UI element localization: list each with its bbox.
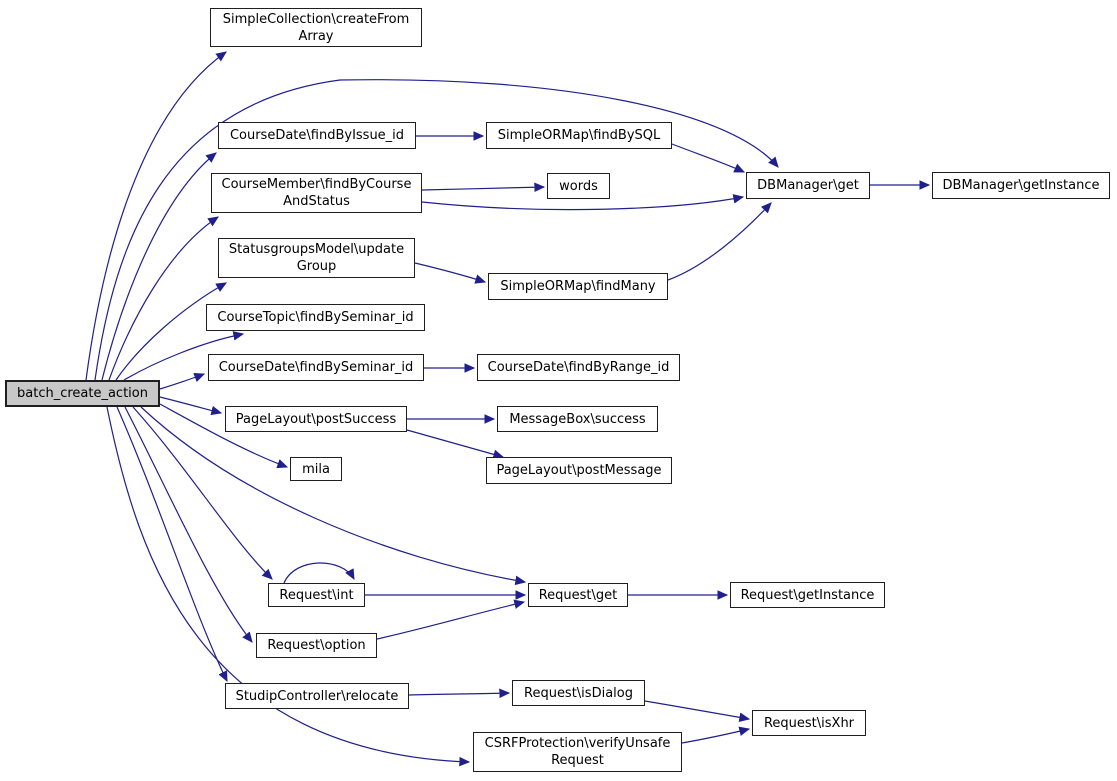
edge-csrfprotection-verifyunsaferequest-to-request-isxhr (681, 726, 751, 744)
node-label: Group (296, 259, 337, 274)
node-label: CourseDate\findBySeminar_id (218, 360, 414, 375)
node-dbmanager-get[interactable]: DBManager\get (746, 172, 870, 199)
edge-batch-create-action-to-coursemember-findbycourseandstatus (108, 216, 219, 381)
edge-batch-create-action-to-dbmanager-get (94, 79, 779, 381)
edge-batch-create-action-to-statusgroupsmodel-updategroup (115, 282, 227, 381)
node-label: CourseMember\findByCourse (221, 177, 412, 192)
node-batch-create-action: batch_create_action (5, 380, 160, 407)
node-words[interactable]: words (547, 173, 610, 199)
edge-batch-create-action-to-request-int (132, 406, 273, 580)
node-label: DBManager\getInstance (942, 178, 1100, 193)
edge-batch-create-action-to-request-option (124, 406, 253, 643)
node-label: Array (298, 28, 334, 44)
edge-batch-create-action-to-coursetopic-findbyseminar-id (123, 331, 245, 381)
node-label: PageLayout\postMessage (496, 463, 662, 478)
edge-studipcontroller-relocate-to-request-isdialog (408, 688, 511, 699)
edge-pagelayout-postsuccess-to-pagelayout-postmessage (406, 429, 505, 459)
edge-request-int-to-request-int (283, 562, 355, 584)
node-label: AndStatus (283, 194, 350, 209)
edge-batch-create-action-to-pagelayout-postsuccess (159, 396, 223, 416)
node-label: DBManager\get (757, 178, 859, 193)
node-label: StatusgroupsModel\update (228, 242, 405, 257)
node-label: PageLayout\postSuccess (235, 411, 397, 427)
node-coursedate-findbyrange-id[interactable]: CourseDate\findByRange_id (477, 354, 680, 381)
node-label: SimpleCollection\createFrom (222, 11, 410, 27)
node-label: mila (302, 461, 330, 477)
edge-request-isdialog-to-request-isxhr (644, 700, 751, 722)
node-label: Request\isDialog (524, 685, 633, 701)
node-studipcontroller-relocate[interactable]: StudipController\relocate (225, 683, 409, 709)
edge-batch-create-action-to-coursedate-findbyseminar-id (159, 373, 206, 390)
edge-batch-create-action-to-coursedate-findbyissue-id (101, 152, 217, 381)
node-label: CSRFProtection\verifyUnsafe (484, 736, 671, 751)
node-request-isxhr[interactable]: Request\isXhr (752, 710, 866, 736)
node-label: CourseDate\findByIssue_id (229, 128, 405, 143)
node-request-isdialog[interactable]: Request\isDialog (512, 680, 645, 706)
edge-batch-create-action-to-request-get (140, 406, 527, 586)
node-label: Request\get (538, 587, 618, 603)
node-simpleormap-findmany[interactable]: SimpleORMap\findMany (488, 273, 668, 300)
edge-coursemember-findbycourseandstatus-to-words (421, 182, 546, 193)
edge-statusgroupsmodel-updategroup-to-simpleormap-findmany (414, 262, 487, 284)
node-label: MessageBox\success (509, 411, 646, 427)
edge-simpleormap-findmany-to-dbmanager-get (667, 202, 772, 281)
node-label: CourseDate\findByRange_id (487, 360, 670, 375)
node-coursedate-findbyissue-id[interactable]: CourseDate\findByIssue_id (218, 122, 416, 149)
node-label: batch_create_action (17, 386, 148, 401)
edge-request-option-to-request-get (376, 599, 526, 640)
node-request-option[interactable]: Request\option (256, 633, 377, 658)
node-label: SimpleORMap\findBySQL (497, 128, 661, 143)
edge-coursemember-findbycourseandstatus-to-dbmanager-get (421, 194, 745, 211)
node-messagebox-success[interactable]: MessageBox\success (497, 406, 658, 432)
edge-batch-create-action-to-mila (159, 403, 289, 469)
node-simpleormap-findbysql[interactable]: SimpleORMap\findBySQL (486, 122, 672, 149)
node-coursetopic-findbyseminar-id[interactable]: CourseTopic\findBySeminar_id (206, 304, 425, 331)
node-label: StudipController\relocate (235, 688, 399, 704)
node-label: CourseTopic\findBySeminar_id (217, 310, 414, 325)
edge-batch-create-action-to-csrfprotection-verifyunsaferequest (106, 406, 471, 767)
node-label: SimpleORMap\findMany (500, 279, 656, 294)
node-label: words (559, 178, 598, 194)
node-label: Request\isXhr (763, 715, 855, 731)
node-request-int[interactable]: Request\int (268, 583, 365, 607)
edge-batch-create-action-to-studipcontroller-relocate (116, 406, 228, 683)
node-label: Request\getInstance (740, 587, 875, 603)
node-label: Request (551, 753, 604, 768)
node-request-get[interactable]: Request\get (528, 583, 628, 607)
node-pagelayout-postmessage[interactable]: PageLayout\postMessage (486, 457, 672, 484)
node-request-getinstance[interactable]: Request\getInstance (730, 582, 885, 608)
node-dbmanager-getinstance[interactable]: DBManager\getInstance (932, 172, 1110, 199)
node-label: Request\option (267, 638, 366, 653)
node-coursedate-findbyseminar-id[interactable]: CourseDate\findBySeminar_id (208, 354, 424, 381)
node-label: Request\int (279, 587, 354, 603)
edge-simpleormap-findbysql-to-dbmanager-get (671, 143, 746, 173)
edge-batch-create-action-to-simplecollection-createfromarray (85, 51, 227, 381)
node-mila[interactable]: mila (290, 457, 342, 481)
node-pagelayout-postsuccess[interactable]: PageLayout\postSuccess (225, 406, 407, 432)
